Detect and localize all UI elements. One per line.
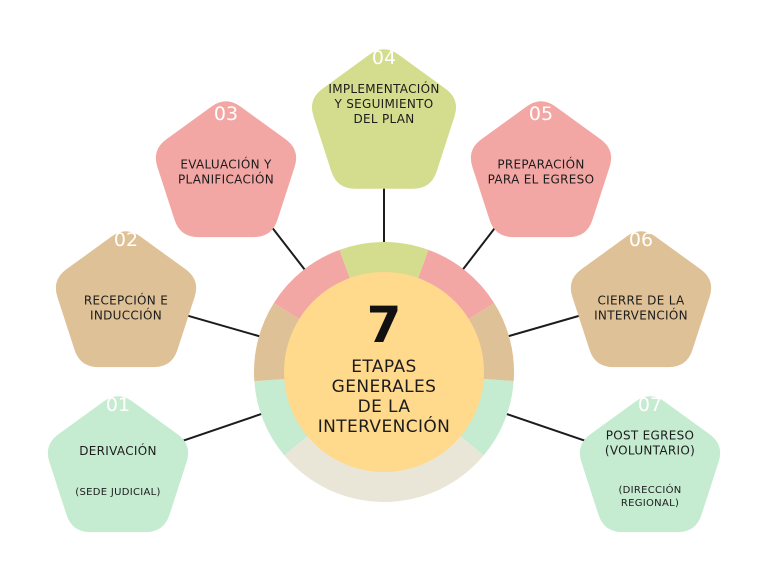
stage-02-shape [55, 231, 197, 368]
stage-05-shape [470, 101, 612, 238]
stage-02-number: 02 [114, 229, 138, 251]
stage-03-number: 03 [214, 103, 238, 125]
stage-02-label-line: INDUCCIÓN [90, 308, 162, 323]
center-title-line: INTERVENCIÓN [318, 415, 451, 437]
center-title-line: DE LA [358, 397, 411, 417]
stage-05-label-line: PREPARACIÓN [497, 157, 584, 172]
connector-lines [158, 162, 610, 451]
stage-01-number: 01 [106, 394, 130, 416]
stage-01-shape [47, 396, 189, 533]
stage-06-shape [570, 231, 712, 368]
ring-segment-05 [417, 249, 495, 321]
center-title-line: ETAPAS [351, 357, 416, 377]
ring-segment-01 [254, 378, 309, 456]
ring-segment-02 [254, 303, 301, 382]
stage-02-label-line: RECEPCIÓN E [84, 293, 168, 308]
stage-04-label-line: DEL PLAN [353, 112, 414, 126]
ring-segment-03 [273, 249, 351, 321]
stage-05-label-line: PARA EL EGRESO [488, 173, 595, 187]
stage-03-label-line: EVALUACIÓN Y [180, 157, 272, 172]
ring-segment-07 [459, 378, 514, 456]
stage-07-number: 07 [638, 394, 662, 416]
stage-04-shape [311, 49, 457, 189]
stage-04-label-line: IMPLEMENTACIÓN [328, 81, 439, 96]
stage-07-shape [579, 396, 721, 533]
stage-03-label-line: PLANIFICACIÓN [178, 172, 274, 187]
stage-04-number: 04 [372, 47, 396, 69]
center-circle [284, 272, 484, 472]
stage-06-label-line: CIERRE DE LA [598, 294, 685, 308]
ring-segment-06 [467, 303, 514, 382]
stage-07-label-line: POST EGRESO [606, 429, 695, 443]
stage-06-number: 06 [629, 229, 653, 251]
center-ring [254, 242, 514, 502]
stage-07-note-line: REGIONAL) [621, 498, 679, 509]
stage-04-label-line: Y SEGUIMIENTO [333, 97, 433, 111]
ring-segment-04 [339, 242, 429, 280]
stage-05-number: 05 [529, 103, 553, 125]
stage-01-label-line: DERIVACIÓN [79, 443, 156, 458]
stage-03-shape [155, 101, 297, 238]
center-number: 7 [367, 296, 402, 354]
stage-06-label-line: INTERVENCIÓN [594, 308, 688, 323]
stage-07-label-line: (VOLUNTARIO) [605, 444, 695, 458]
stage-07-note-line: (DIRECCIÓN [618, 483, 681, 496]
center-title-line: GENERALES [332, 377, 437, 397]
stage-01-note-line: (SEDE JUDICIAL) [75, 487, 160, 498]
ring-segment-bottom [284, 434, 484, 502]
